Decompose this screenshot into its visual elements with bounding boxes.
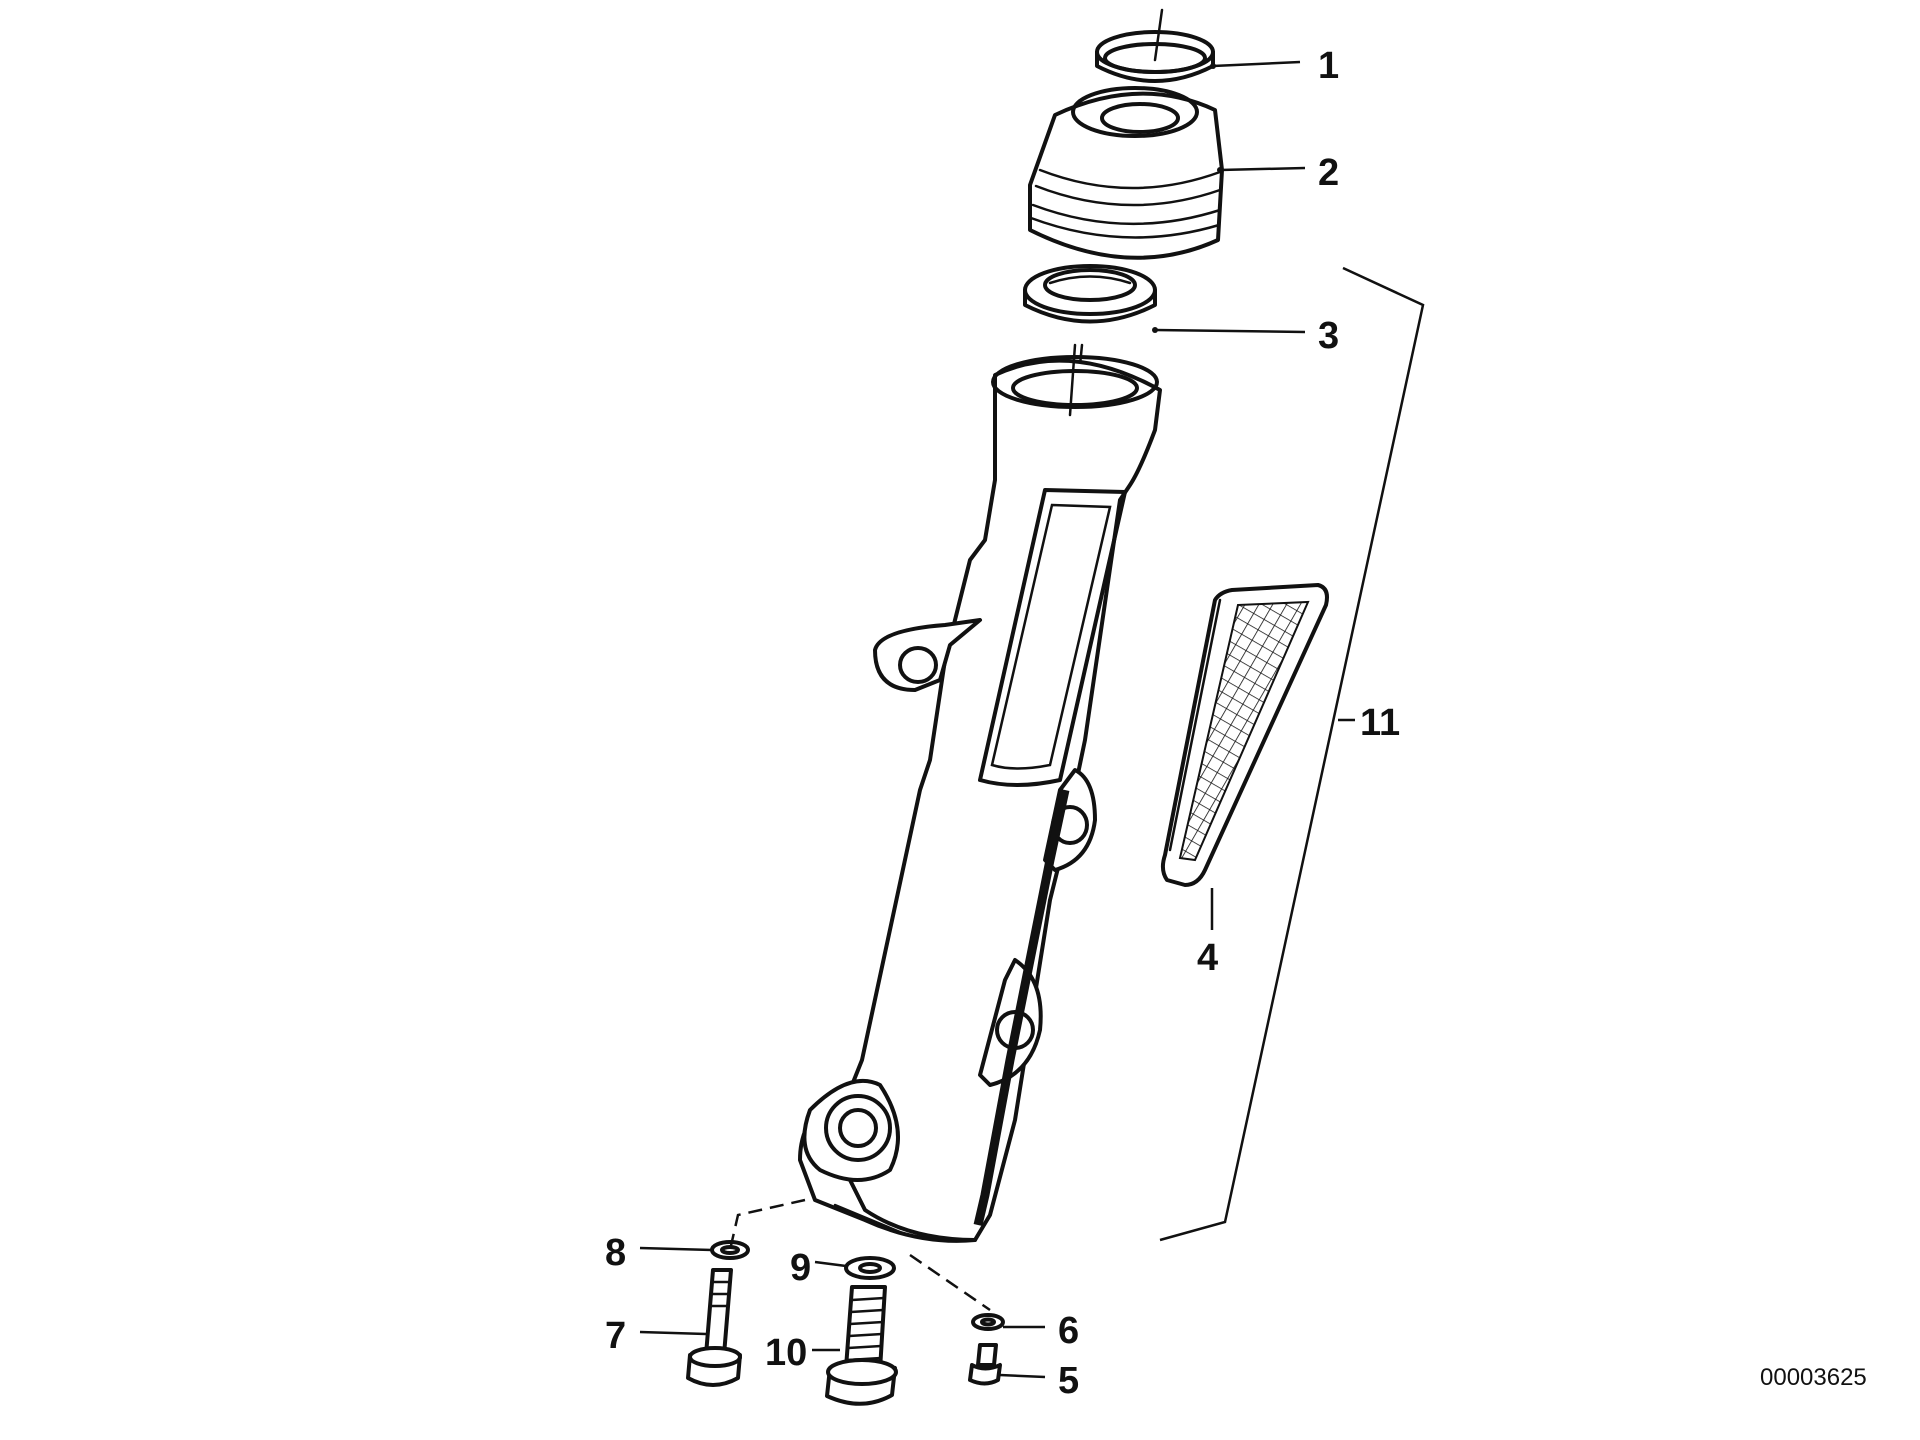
- callout-10: 10: [765, 1332, 807, 1374]
- callout-9: 9: [790, 1247, 811, 1289]
- part-7-bolt: [686, 1268, 742, 1387]
- fork-slider-tube: [798, 343, 1162, 1243]
- part-4-reflector-panel: [1160, 583, 1329, 887]
- part-1-seal-ring: [1095, 8, 1215, 83]
- callout-3: 3: [1318, 315, 1339, 357]
- callout-5: 5: [1058, 1360, 1079, 1402]
- part-2-dust-boot: [1028, 86, 1224, 260]
- diagram-reference-code: 00003625: [1760, 1364, 1867, 1391]
- callout-4: 4: [1197, 937, 1218, 979]
- callout-8: 8: [605, 1232, 626, 1274]
- leader-lines: [639, 60, 1425, 1379]
- callout-7: 7: [605, 1315, 626, 1357]
- part-6-washer: [971, 1313, 1005, 1331]
- part-9-washer: [844, 1256, 896, 1280]
- callout-11: 11: [1360, 702, 1400, 744]
- callout-labels: 1 2 3 4 5 6 7 8 9 10 11 00003625: [605, 45, 1867, 1402]
- part-5-screw: [968, 1343, 1002, 1386]
- part-3-bearing-seal: [1023, 264, 1157, 324]
- callout-2: 2: [1318, 152, 1339, 194]
- part-10-bolt: [825, 1285, 898, 1406]
- callout-6: 6: [1058, 1310, 1079, 1352]
- callout-1: 1: [1318, 45, 1339, 87]
